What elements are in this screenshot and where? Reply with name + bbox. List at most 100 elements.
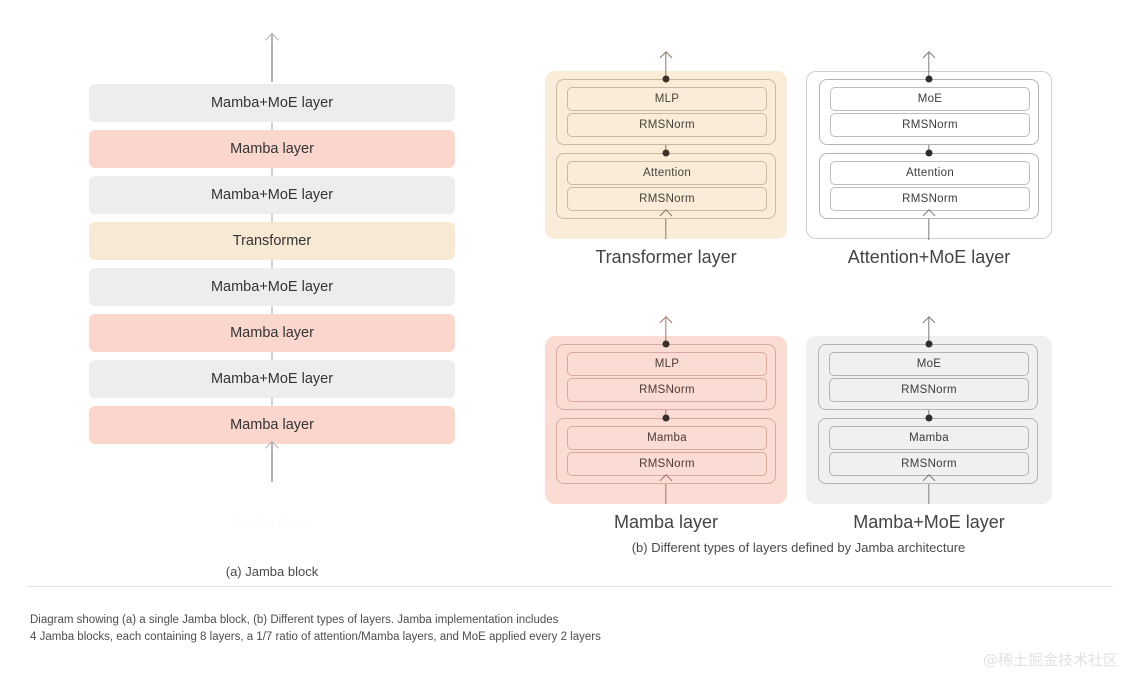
transformer-op-mlp[interactable]: MLP: [567, 87, 767, 111]
card-mamba-moe-layer: MoE RMSNorm Mamba RMSNorm Mamba+MoE laye…: [806, 290, 1052, 532]
mamba-op-mlp[interactable]: MLP: [567, 352, 767, 376]
card-transformer-layer: MLP RMSNorm Attention RMSNorm Transforme…: [545, 25, 787, 267]
attnmoe-op-rmsnorm-lower[interactable]: RMSNorm: [830, 187, 1030, 211]
attnmoe-op-rmsnorm-lower-label: RMSNorm: [902, 193, 958, 205]
transformer-op-mlp-label: MLP: [654, 93, 680, 105]
transformer-op-rmsnorm-upper[interactable]: RMSNorm: [567, 113, 767, 137]
footer-note-line2: 4 Jamba blocks, each containing 8 layers…: [30, 631, 601, 643]
mambamoe-spine-mid: [928, 410, 930, 418]
attnmoe-spine-mid: [928, 145, 930, 153]
mamba-op-rmsnorm-upper-label: RMSNorm: [639, 384, 695, 396]
mambamoe-op-rmsnorm-lower-label: RMSNorm: [901, 458, 957, 470]
mamba-residual-dot-lower: [662, 414, 670, 422]
mamba-out-arrow-icon: [659, 316, 673, 329]
jamba-layer-3[interactable]: Transformer: [89, 222, 455, 260]
jamba-output-arrow: [271, 34, 273, 82]
mambamoe-residual-dot-upper: [925, 340, 933, 348]
mamba-card-caption: Mamba layer: [613, 512, 719, 532]
attnmoe-residual-dot-lower: [925, 149, 933, 157]
jamba-ghost-label: Jamba block: [231, 516, 313, 532]
connector-4: [271, 306, 273, 314]
card-mamba-layer: MLP RMSNorm Mamba RMSNorm Mamba layer: [545, 290, 787, 532]
transformer-spine-mid: [665, 145, 667, 153]
transformer-op-attention-label: Attention: [642, 167, 692, 179]
attnmoe-spine-top: [928, 71, 930, 79]
footer-note-line1: Diagram showing (a) a single Jamba block…: [30, 614, 559, 626]
card-attention-moe-layer: MoE RMSNorm Attention RMSNorm Attention+…: [806, 25, 1052, 267]
connector-3: [271, 260, 273, 268]
jamba-layer-4-label: Mamba+MoE layer: [210, 279, 334, 295]
jamba-layer-1-label: Mamba layer: [230, 141, 314, 157]
jamba-block-figure: Mamba+MoE layer Mamba layer Mamba+MoE la…: [89, 24, 455, 579]
attnmoe-out-arrow-icon: [922, 51, 936, 64]
transformer-op-rmsnorm-lower[interactable]: RMSNorm: [567, 187, 767, 211]
mambamoe-card-body[interactable]: MoE RMSNorm Mamba RMSNorm: [806, 336, 1052, 504]
mambamoe-op-rmsnorm-upper[interactable]: RMSNorm: [829, 378, 1029, 402]
transformer-residual-dot-upper: [662, 75, 670, 83]
jamba-layer-7[interactable]: Mamba layer: [89, 406, 455, 444]
transformer-spine-top: [665, 71, 667, 79]
transformer-op-rmsnorm-lower-label: RMSNorm: [639, 193, 695, 205]
attnmoe-card-caption: Attention+MoE layer: [847, 247, 1011, 267]
mamba-op-mamba-label: Mamba: [647, 432, 687, 444]
footer-divider: [27, 586, 1113, 587]
connector-6: [271, 398, 273, 406]
attnmoe-card-body[interactable]: MoE RMSNorm Attention RMSNorm: [806, 71, 1052, 240]
jamba-layer-5[interactable]: Mamba layer: [89, 314, 455, 352]
mamba-card-body[interactable]: MLP RMSNorm Mamba RMSNorm: [545, 336, 787, 504]
mamba-op-rmsnorm-lower[interactable]: RMSNorm: [567, 452, 767, 476]
mambamoe-op-moe[interactable]: MoE: [829, 352, 1029, 376]
figure-a-caption: (a) Jamba block: [225, 564, 319, 579]
attnmoe-op-moe[interactable]: MoE: [830, 87, 1030, 111]
jamba-layer-6[interactable]: Mamba+MoE layer: [89, 360, 455, 398]
mambamoe-op-mamba[interactable]: Mamba: [829, 426, 1029, 450]
attnmoe-op-rmsnorm-upper-label: RMSNorm: [902, 119, 958, 131]
jamba-layer-2-label: Mamba+MoE layer: [210, 187, 334, 203]
attnmoe-out-spine: [928, 53, 930, 71]
attnmoe-op-rmsnorm-upper[interactable]: RMSNorm: [830, 113, 1030, 137]
mamba-out-spine: [665, 318, 667, 336]
transformer-card-caption: Transformer layer: [595, 247, 737, 267]
mambamoe-op-moe-label: MoE: [916, 358, 942, 370]
transformer-out-spine: [665, 53, 667, 71]
attnmoe-spine-bottom: [928, 219, 930, 240]
jamba-layer-1[interactable]: Mamba layer: [89, 130, 455, 168]
mambamoe-spine-top: [928, 336, 930, 344]
transformer-spine-bottom: [665, 219, 667, 239]
mamba-op-rmsnorm-upper[interactable]: RMSNorm: [567, 378, 767, 402]
jamba-layer-2[interactable]: Mamba+MoE layer: [89, 176, 455, 214]
jamba-input-arrow: [271, 442, 273, 482]
mambamoe-op-rmsnorm-upper-label: RMSNorm: [901, 384, 957, 396]
jamba-layer-4[interactable]: Mamba+MoE layer: [89, 268, 455, 306]
attnmoe-op-attention[interactable]: Attention: [830, 161, 1030, 185]
transformer-card-body[interactable]: MLP RMSNorm Attention RMSNorm: [545, 71, 787, 239]
mamba-op-mlp-label: MLP: [654, 358, 680, 370]
mambamoe-card-caption: Mamba+MoE layer: [853, 512, 1005, 532]
connector-1: [271, 168, 273, 176]
mamba-spine-mid: [665, 410, 667, 418]
connector-2: [271, 214, 273, 222]
mamba-residual-dot-upper: [662, 340, 670, 348]
mambamoe-spine-bottom: [928, 484, 930, 504]
jamba-layer-0-label: Mamba+MoE layer: [210, 95, 334, 111]
mamba-op-mamba[interactable]: Mamba: [567, 426, 767, 450]
jamba-layer-7-label: Mamba layer: [230, 417, 314, 433]
attnmoe-residual-dot-upper: [925, 75, 933, 83]
mamba-op-rmsnorm-lower-label: RMSNorm: [639, 458, 695, 470]
mamba-spine-bottom: [665, 484, 667, 504]
attnmoe-op-moe-label: MoE: [917, 93, 943, 105]
transformer-residual-dot-lower: [662, 149, 670, 157]
figure-b-caption: (b) Different types of layers defined by…: [631, 540, 966, 555]
jamba-layer-stack: Mamba+MoE layer Mamba layer Mamba+MoE la…: [89, 84, 455, 452]
jamba-layer-0[interactable]: Mamba+MoE layer: [89, 84, 455, 122]
attnmoe-op-attention-label: Attention: [905, 167, 955, 179]
transformer-op-attention[interactable]: Attention: [567, 161, 767, 185]
jamba-layer-5-label: Mamba layer: [230, 325, 314, 341]
footer-note: Diagram showing (a) a single Jamba block…: [30, 612, 730, 646]
mambamoe-out-spine: [928, 318, 930, 336]
mambamoe-residual-dot-lower: [925, 414, 933, 422]
mambamoe-out-arrow-icon: [922, 316, 936, 329]
connector-5: [271, 352, 273, 360]
mambamoe-op-rmsnorm-lower[interactable]: RMSNorm: [829, 452, 1029, 476]
mamba-spine-top: [665, 336, 667, 344]
